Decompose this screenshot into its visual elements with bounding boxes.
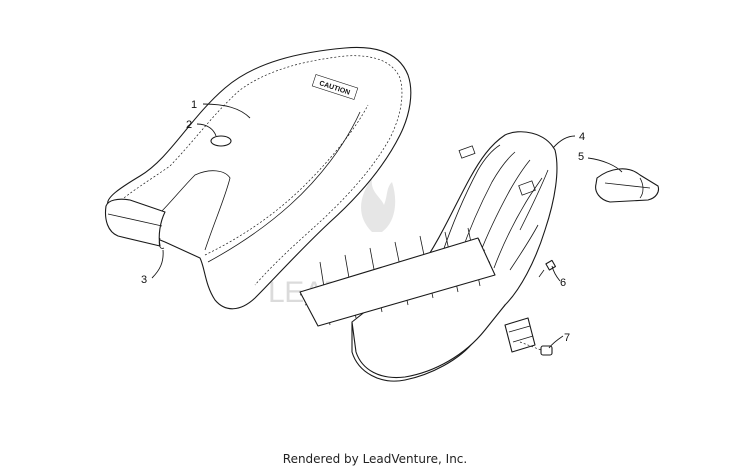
callout-6: 6 <box>560 277 566 289</box>
leader-3 <box>151 249 164 279</box>
leader-7 <box>548 335 564 349</box>
seat-strap-hook <box>158 237 165 249</box>
seat-base-rib-4 <box>493 177 543 269</box>
latch-bracket <box>504 317 536 353</box>
seat-base-rib-1 <box>439 144 501 261</box>
seat-base-rib-3 <box>475 159 531 265</box>
seat-front-step <box>149 170 231 251</box>
seat-rear-cap-edge <box>107 213 163 227</box>
seat-body <box>107 46 412 310</box>
latch-assembly <box>504 317 553 356</box>
seat-base-frame <box>299 131 558 382</box>
seat-base-upper-clip <box>458 145 476 159</box>
leader-2 <box>196 123 217 137</box>
seat-base-grid-frame <box>299 237 496 327</box>
callout-5: 5 <box>578 151 584 163</box>
seat-bolster-crease <box>207 111 361 263</box>
seat-base-side-clip <box>518 180 536 196</box>
bolt-shank <box>538 269 545 278</box>
bolt <box>538 259 557 278</box>
bolt-head <box>545 259 557 271</box>
seat-base-side-wall <box>509 169 549 271</box>
leader-5 <box>587 157 623 173</box>
seat-stitch-outer <box>117 55 403 286</box>
seat-rear-cap <box>104 198 166 247</box>
seat-emblem <box>210 135 232 147</box>
leader-4 <box>552 135 576 149</box>
callout-2: 2 <box>186 119 192 131</box>
callout-labels: 1 2 3 4 5 6 7 <box>141 99 585 344</box>
seat-base-lower-pan <box>351 304 506 379</box>
seat-assembly: CAUTION <box>104 46 412 310</box>
latch-clip <box>540 345 553 356</box>
callout-3: 3 <box>141 274 147 286</box>
callout-1: 1 <box>191 99 197 111</box>
seat-pad-fold <box>604 177 651 199</box>
callout-4: 4 <box>579 131 585 143</box>
leader-1 <box>202 103 251 119</box>
seat-base-rib-2 <box>457 151 516 263</box>
leader-lines <box>151 103 623 349</box>
flame-icon <box>361 178 396 232</box>
latch-bracket-detail <box>508 325 534 343</box>
callout-7: 7 <box>564 332 570 344</box>
footer-credit: Rendered by LeadVenture, Inc. <box>282 452 468 466</box>
leader-6 <box>551 265 561 282</box>
